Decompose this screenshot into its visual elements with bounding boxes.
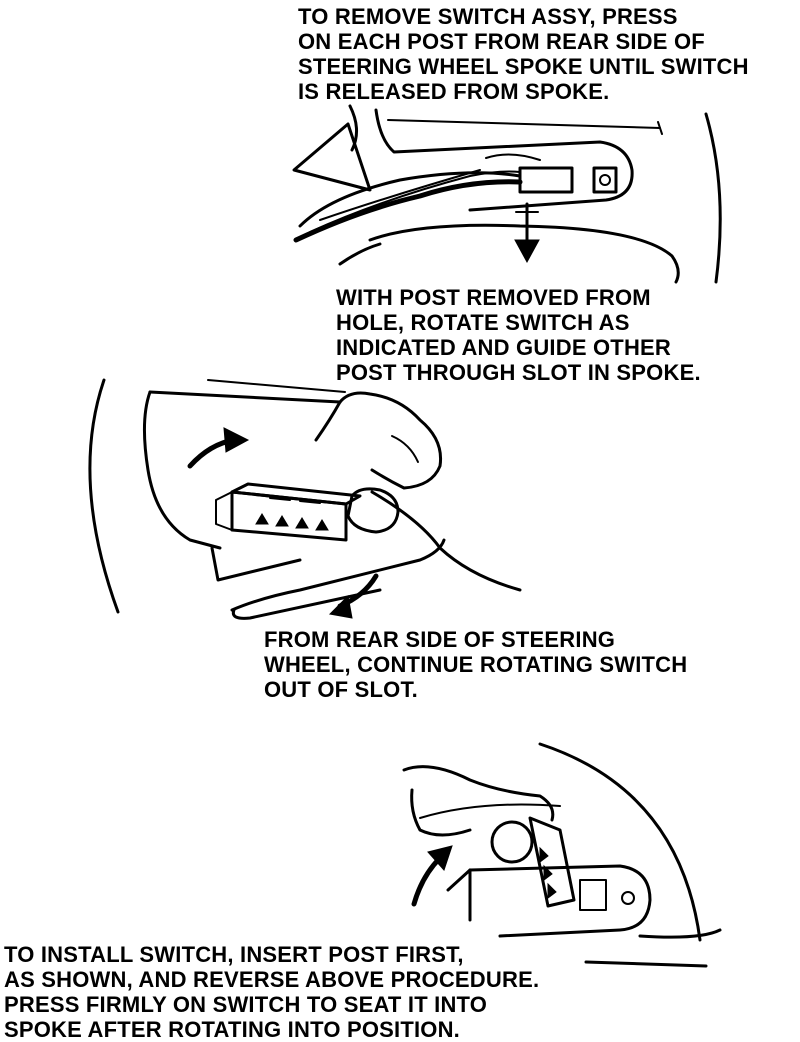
step-install-caption: TO INSTALL SWITCH, INSERT POST FIRST, AS… <box>4 942 539 1042</box>
hand-fingers <box>338 391 443 490</box>
caption-line: WHEEL, CONTINUE ROTATING SWITCH <box>264 652 688 677</box>
spoke-slot <box>210 546 302 582</box>
spoke-bottom-left <box>338 242 382 266</box>
caption-line: SPOKE AFTER ROTATING INTO POSITION. <box>4 1017 460 1042</box>
spoke-top-edge <box>148 390 342 404</box>
switch-buttons <box>255 497 329 531</box>
down-arrow-head <box>514 239 540 264</box>
wheel-rim-arc-2 <box>88 378 120 614</box>
finger-outline <box>485 153 541 161</box>
hand-palm <box>370 490 522 592</box>
caption-line: OUT OF SLOT. <box>264 677 418 702</box>
spoke-lower-edge <box>230 538 446 612</box>
step-continue-caption: FROM REAR SIDE OF STEERING WHEEL, CONTIN… <box>264 627 687 702</box>
install-switch-body <box>528 816 576 908</box>
caption-line: STEERING WHEEL SPOKE UNTIL SWITCH <box>298 54 749 79</box>
spoke-inner-line <box>387 119 661 129</box>
install-hand-top <box>402 765 555 822</box>
install-spoke-base <box>584 960 708 968</box>
thumb <box>346 487 400 534</box>
install-hand-left <box>410 788 472 837</box>
install-arrow <box>411 855 443 907</box>
knuckle-line <box>391 435 419 463</box>
install-finger-line <box>419 803 561 819</box>
step-remove-caption: TO REMOVE SWITCH ASSY, PRESS ON EACH POS… <box>298 4 749 104</box>
caption-line: ON EACH POST FROM REAR SIDE OF <box>298 29 705 54</box>
hand-wrist-left <box>314 400 342 442</box>
install-spoke-lower <box>638 928 722 939</box>
install-spoke-left <box>446 868 472 922</box>
caption-line: POST THROUGH SLOT IN SPOKE. <box>336 360 701 385</box>
wheel-rim-arc-3 <box>538 742 702 942</box>
caption-line: TO INSTALL SWITCH, INSERT POST FIRST, <box>4 942 464 967</box>
switch-body-1 <box>518 166 574 194</box>
switch-front-face <box>230 490 348 542</box>
install-thumb <box>490 820 534 864</box>
wire-bundle-1 <box>293 179 523 243</box>
caption-line: TO REMOVE SWITCH ASSY, PRESS <box>298 4 678 29</box>
spoke-lower-return <box>231 588 382 620</box>
install-arrow-head <box>427 845 453 871</box>
figure-install-switch <box>402 742 722 968</box>
install-spoke-recess <box>468 864 652 938</box>
caption-line: WITH POST REMOVED FROM <box>336 285 651 310</box>
caption-line: PRESS FIRMLY ON SWITCH TO SEAT IT INTO <box>4 992 488 1017</box>
rotate-arrow-2-head <box>328 594 353 619</box>
caption-line: FROM REAR SIDE OF STEERING <box>264 627 616 652</box>
post-screw-1 <box>599 174 611 186</box>
caption-line: HOLE, ROTATE SWITCH AS <box>336 310 630 335</box>
spoke-bottom-edge <box>368 223 680 284</box>
switch-end-face <box>215 491 233 531</box>
spoke-top-line <box>207 379 346 393</box>
caption-line: AS SHOWN, AND REVERSE ABOVE PROCEDURE. <box>4 967 540 992</box>
rotate-arrow-1-head <box>223 427 250 453</box>
install-switch-buttons <box>539 846 557 899</box>
hub-wedge <box>292 122 372 192</box>
step-rotate-caption: WITH POST REMOVED FROM HOLE, ROTATE SWIT… <box>336 285 701 385</box>
spoke-outline-top <box>374 108 634 212</box>
wire-bundle-2 <box>309 170 521 233</box>
caption-line: INDICATED AND GUIDE OTHER <box>336 335 671 360</box>
spoke-edge-left <box>348 104 358 152</box>
install-post-hole <box>621 891 635 905</box>
caption-line: IS RELEASED FROM SPOKE. <box>298 79 610 104</box>
wire-bundle-3 <box>319 169 481 221</box>
figure-rotate-switch <box>88 378 522 620</box>
spoke-left-edge <box>142 390 222 550</box>
install-slot <box>579 879 607 911</box>
figure-press-post <box>292 104 722 284</box>
spoke-tick <box>657 121 663 135</box>
wheel-rim-arc-1 <box>704 112 722 284</box>
switch-post-1 <box>592 166 618 194</box>
